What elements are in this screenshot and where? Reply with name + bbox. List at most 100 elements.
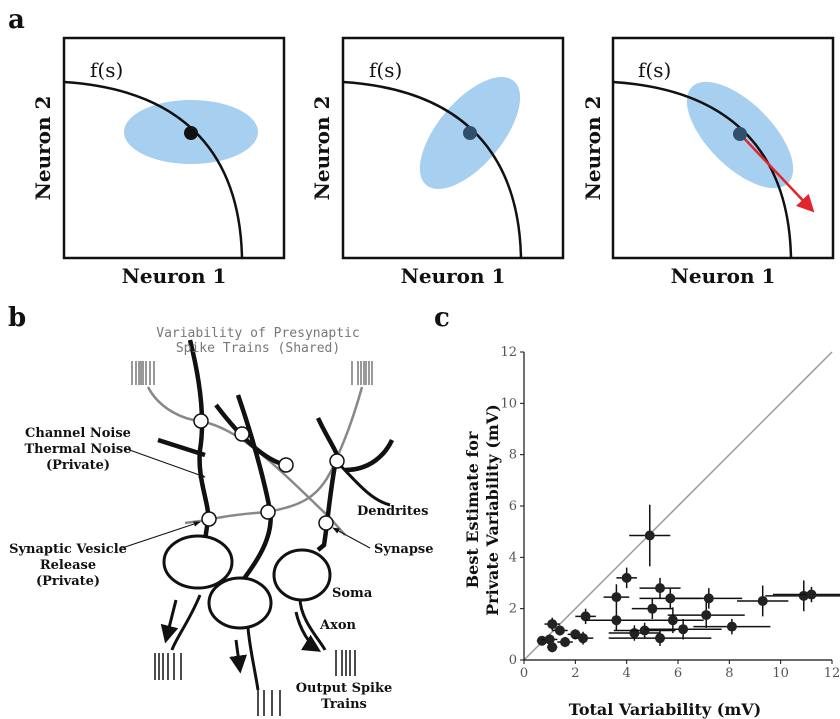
x-axis-label: Neuron 1 — [401, 264, 506, 288]
data-point — [552, 625, 568, 636]
y-tick-label: 2 — [509, 602, 517, 617]
point-marker — [578, 633, 589, 644]
neuron-1 — [157, 339, 211, 651]
point-marker — [547, 642, 558, 653]
point-marker — [757, 595, 768, 606]
plot-frame — [341, 36, 565, 260]
point-marker — [544, 634, 555, 645]
synapse-markers — [193, 413, 345, 531]
point-marker — [655, 633, 666, 644]
y-tick-label: 8 — [509, 448, 517, 463]
point-marker — [580, 611, 591, 622]
curve-label: f(s) — [638, 58, 671, 82]
point-marker — [644, 530, 655, 541]
vesicle-pointer — [121, 521, 201, 549]
data-point — [629, 504, 671, 567]
neuron-diagram: Variability of Presynaptic Spike Trains … — [9, 326, 434, 716]
curve-label: f(s) — [369, 58, 402, 82]
mean-point — [463, 126, 477, 140]
neuron-3 — [298, 417, 395, 651]
panel-c-letter: c — [434, 303, 450, 333]
point-marker — [611, 592, 622, 603]
mean-point — [733, 127, 747, 141]
axon-label: Axon — [319, 618, 357, 633]
point-marker — [665, 593, 676, 604]
data-point — [572, 631, 594, 645]
x-tick-label: 2 — [571, 666, 579, 681]
output-label-line1: Output Spike — [296, 681, 393, 696]
data-point — [675, 588, 743, 609]
synapse-pointer — [332, 527, 371, 549]
channel-noise-label-line3: (Private) — [46, 458, 110, 473]
input-spike-train-left — [131, 361, 155, 385]
x-tick-label: 4 — [623, 666, 631, 681]
y-tick-label: 6 — [509, 499, 517, 514]
output-arrow-1 — [160, 599, 179, 644]
data-points — [536, 504, 840, 653]
point-marker — [554, 625, 565, 636]
output-arrow-3 — [294, 611, 322, 652]
point-marker — [639, 625, 650, 636]
point-marker — [570, 629, 581, 640]
point-marker — [547, 619, 558, 630]
point-marker — [806, 589, 817, 600]
output-spike-train-1 — [154, 653, 182, 680]
point-marker — [629, 628, 640, 639]
x-tick-label: 6 — [674, 666, 682, 681]
data-point — [544, 617, 560, 631]
y-tick-label: 10 — [500, 396, 517, 411]
panel-a-letter: a — [8, 5, 25, 35]
x-tick-label: 0 — [520, 666, 528, 681]
tuning-curve — [63, 80, 244, 259]
data-point — [603, 584, 630, 610]
tuning-curve — [612, 80, 793, 259]
tuning-curve — [342, 80, 523, 259]
panel-a-subplot-2: f(s) Neuron 1 Neuron 2 — [310, 36, 565, 288]
input-spike-train-right — [351, 361, 373, 385]
point-marker — [726, 621, 737, 632]
data-point — [765, 580, 840, 612]
point-marker — [667, 615, 678, 626]
data-point — [693, 618, 771, 635]
plot-frame — [611, 36, 835, 260]
point-marker — [621, 572, 632, 583]
curve-label: f(s) — [90, 58, 123, 82]
identity-line — [523, 351, 833, 661]
y-axis-label: Neuron 2 — [31, 96, 55, 201]
point-marker — [701, 610, 712, 621]
data-point — [557, 636, 573, 648]
y-tick-label: 0 — [509, 653, 517, 668]
output-spike-train-3 — [335, 650, 356, 676]
point-marker — [655, 583, 666, 594]
soma-label: Soma — [332, 586, 373, 601]
vesicle-label-line3: (Private) — [36, 574, 100, 589]
point-marker — [560, 637, 571, 648]
x-tick-label: 10 — [772, 666, 789, 681]
data-point — [737, 585, 789, 617]
data-point — [585, 609, 648, 631]
data-point — [667, 602, 745, 628]
soma-3 — [272, 548, 332, 602]
neuron-2 — [214, 394, 287, 691]
point-marker — [611, 615, 622, 626]
data-point — [616, 567, 637, 589]
point-marker — [647, 603, 658, 614]
x-tick-label: 8 — [725, 666, 733, 681]
x-axis-title: Total Variability (mV) — [569, 700, 762, 719]
y-tick-label: 4 — [509, 550, 517, 565]
data-point — [613, 622, 676, 639]
plot-frame — [62, 36, 286, 260]
y-axis-label: Neuron 2 — [581, 96, 605, 201]
data-point — [575, 608, 596, 625]
shared-variability-label-line1: Variability of Presynaptic — [156, 326, 360, 341]
soma-1 — [162, 534, 234, 590]
data-point — [772, 586, 840, 603]
output-label-line2: Trains — [321, 697, 367, 712]
data-point — [631, 598, 673, 619]
x-tick-label: 12 — [824, 666, 840, 681]
dendrites-label: Dendrites — [357, 504, 428, 519]
soma-2 — [207, 576, 273, 630]
synapse-label: Synapse — [374, 542, 434, 557]
